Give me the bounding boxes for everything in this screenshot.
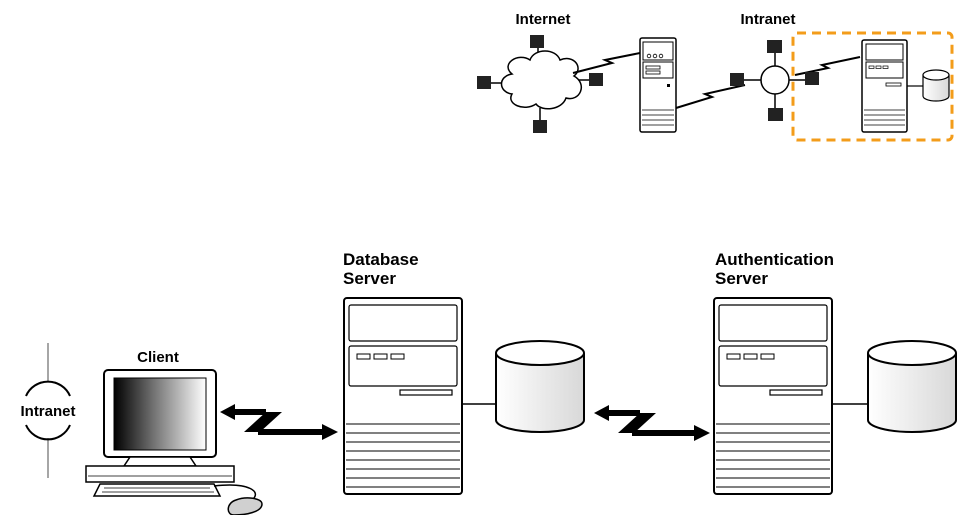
main-diagram: Intranet Client — [20, 250, 957, 515]
internet-cloud-icon — [477, 35, 603, 133]
database-server-label-line1: Database — [343, 250, 419, 269]
intranet-server-icon — [861, 39, 908, 133]
client-computer-icon — [85, 369, 263, 515]
client-label: Client — [137, 349, 179, 366]
db-auth-connection-arrow — [594, 405, 710, 441]
web-server-icon — [639, 37, 677, 133]
authentication-server-label-line2: Server — [715, 269, 768, 288]
database-server-icon — [343, 297, 463, 495]
client-db-connection-arrow — [220, 404, 338, 440]
intranet-left-label: Intranet — [20, 403, 75, 420]
auth-database-icon — [867, 340, 957, 433]
overview-diagram: Internet Intranet — [477, 11, 954, 142]
small-database-icon — [922, 69, 950, 102]
database-server-label-line2: Server — [343, 269, 396, 288]
authentication-server-label: Authentication Server — [715, 250, 839, 288]
highlight-dashed-box — [791, 31, 954, 142]
intranet-link-line — [675, 84, 746, 109]
authentication-server-icon — [713, 297, 833, 495]
intranet-connector-icon — [25, 343, 71, 478]
internet-label: Internet — [515, 11, 570, 28]
intranet-top-label: Intranet — [740, 11, 795, 28]
authentication-server-label-line1: Authentication — [715, 250, 834, 269]
internet-link-line — [572, 52, 641, 74]
database-icon — [495, 340, 585, 433]
database-server-label: Database Server — [343, 250, 423, 288]
intranet-server-link-line — [794, 56, 861, 76]
intranet-hub-icon — [730, 40, 819, 121]
